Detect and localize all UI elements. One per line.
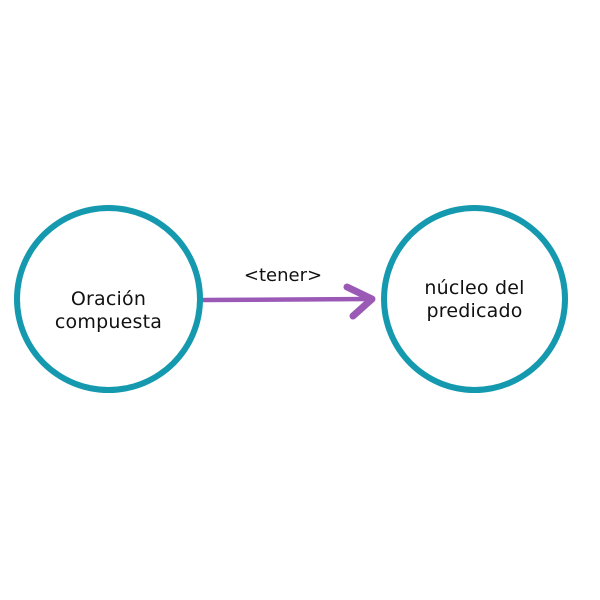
node-nucleo-del-predicado[interactable]: núcleo del predicado [381,205,568,393]
node-label: Oración compuesta [54,288,163,333]
edge-label-tener: <tener> [243,265,323,286]
arrow-right-icon [200,283,376,320]
node-oracion-compuesta[interactable]: Oración compuesta [14,205,203,393]
node-label: núcleo del predicado [424,277,525,322]
